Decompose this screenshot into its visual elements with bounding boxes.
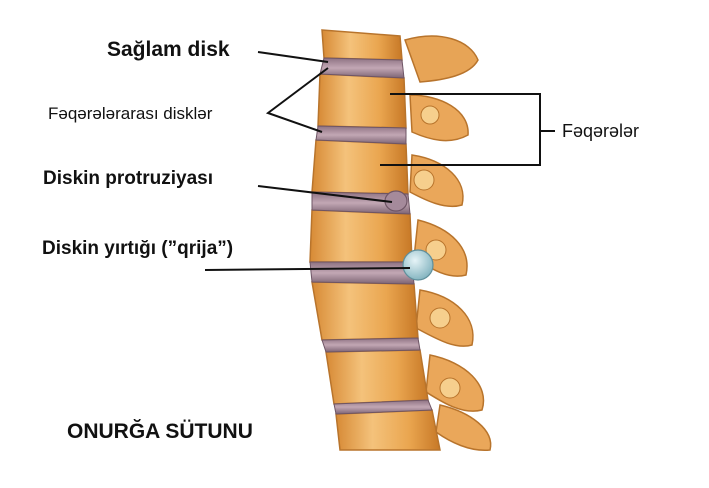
- diagram-title: ONURĞA SÜTUNU: [67, 420, 253, 443]
- label-disc-protrusion: Diskin protruziyası: [43, 168, 213, 189]
- leader-healthy-disc: [257, 51, 329, 63]
- leader-lines: [204, 51, 555, 271]
- label-vertebrae: Fəqərələr: [562, 121, 640, 141]
- leader-vertebrae: [380, 93, 541, 166]
- label-intervertebral-discs: Fəqərələrarası disklər: [48, 104, 213, 123]
- spinous-processes: [404, 35, 492, 451]
- disc-herniation-nucleus: [402, 249, 434, 281]
- label-healthy-disc: Sağlam disk: [107, 38, 230, 61]
- leader-discs: [265, 67, 329, 133]
- label-disc-herniation: Diskin yırtığı (”qrija”): [42, 238, 234, 259]
- leader-hernia: [204, 267, 411, 271]
- leader-protrusion: [257, 185, 393, 203]
